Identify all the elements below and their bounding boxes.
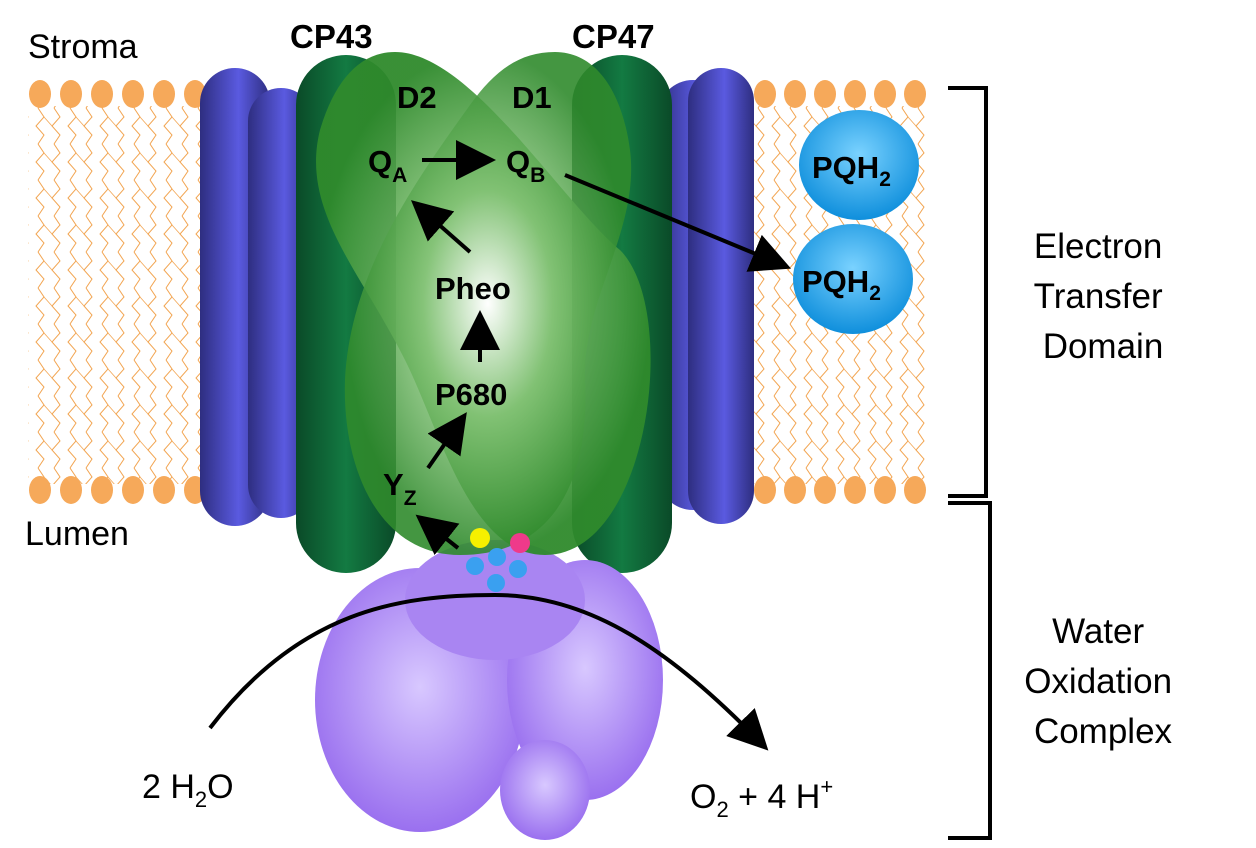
product-o-subscript: 2 [716,797,728,822]
lipid-head [874,80,896,108]
pqh2-bottom-label: PQH2 [802,264,881,305]
lipid-head [91,80,113,108]
water-post: O [207,768,233,806]
lipid-head [29,476,51,504]
qa-main: Q [368,144,392,179]
electron-transfer-domain-label: Electron Transfer Domain [1034,227,1173,366]
water-label: 2 H2O [142,768,234,812]
woc-line-1: Water [1052,612,1144,651]
water-subscript: 2 [195,787,207,812]
d1-label: D1 [512,80,552,115]
yz-main: Y [383,467,404,502]
lipid-head [784,80,806,108]
water-oxidation-protein [315,540,663,840]
lipid-head [153,80,175,108]
arrow-qb-to-pqh2 [564,173,792,272]
woc-line-2: Oxidation [1024,662,1172,701]
pheo-label: Pheo [435,271,511,306]
cp47-label: CP47 [572,18,655,55]
lipid-heads-top [29,80,926,108]
qb-subscript: B [530,164,545,187]
qa-subscript: A [392,164,407,187]
etd-line-3: Domain [1043,327,1164,366]
lipid-head [904,476,926,504]
pqh2-top-label: PQH2 [812,150,891,191]
product-label: O2 + 4 H+ [690,774,833,822]
etd-line-1: Electron [1034,227,1162,266]
pqh2-top-subscript: 2 [879,168,891,191]
qa-label: QA [368,144,407,187]
p680-label: P680 [435,377,507,412]
lipid-head [754,80,776,108]
lipid-head [754,476,776,504]
pqh2-top-main: PQH [812,150,879,185]
lipid-head [29,80,51,108]
pqh2-sphere-bottom [793,224,913,334]
lipid-head [784,476,806,504]
cp43-label: CP43 [290,18,373,55]
water-pre: 2 H [142,768,195,806]
product-mid: + 4 H [729,778,821,816]
lipid-head [874,476,896,504]
lipid-head [60,476,82,504]
lipid-head [904,80,926,108]
arrow-yz-to-p680 [426,412,467,470]
lipid-head [122,476,144,504]
arrow-cluster-to-yz [415,514,460,556]
water-oxidation-complex-label: Water Oxidation Complex [1024,612,1182,751]
lipid-heads-bottom [29,476,926,504]
lipid-head [122,80,144,108]
product-o: O [690,778,716,816]
electron-path-arrows [208,140,792,751]
pqh2-bottom-main: PQH [802,264,869,299]
lipid-head [814,80,836,108]
arrow-water-oxidation [208,592,769,751]
bracket-water-oxidation [948,501,992,840]
qb-main: Q [506,144,530,179]
arrow-pheo-to-qa [410,200,472,254]
antenna-right [658,68,754,524]
lipid-head [844,80,866,108]
lipid-head [844,476,866,504]
yz-subscript: Z [404,487,417,510]
d1-protein [344,52,632,555]
mn-cluster [466,528,530,592]
stroma-label: Stroma [28,28,138,66]
lipid-head [153,476,175,504]
lumen-label: Lumen [25,515,129,553]
pqh2-bottom-subscript: 2 [869,282,881,305]
bracket-electron-transfer [948,86,988,498]
lipid-head [814,476,836,504]
product-superscript: + [820,774,833,799]
yz-label: YZ [383,467,417,510]
woc-line-3: Complex [1034,712,1173,751]
lipid-head [91,476,113,504]
pqh2-sphere-top [799,110,919,220]
domain-brackets [948,86,992,840]
lipid-head [60,80,82,108]
qb-label: QB [506,144,545,187]
etd-line-2: Transfer [1034,277,1163,316]
d2-label: D2 [397,80,437,115]
